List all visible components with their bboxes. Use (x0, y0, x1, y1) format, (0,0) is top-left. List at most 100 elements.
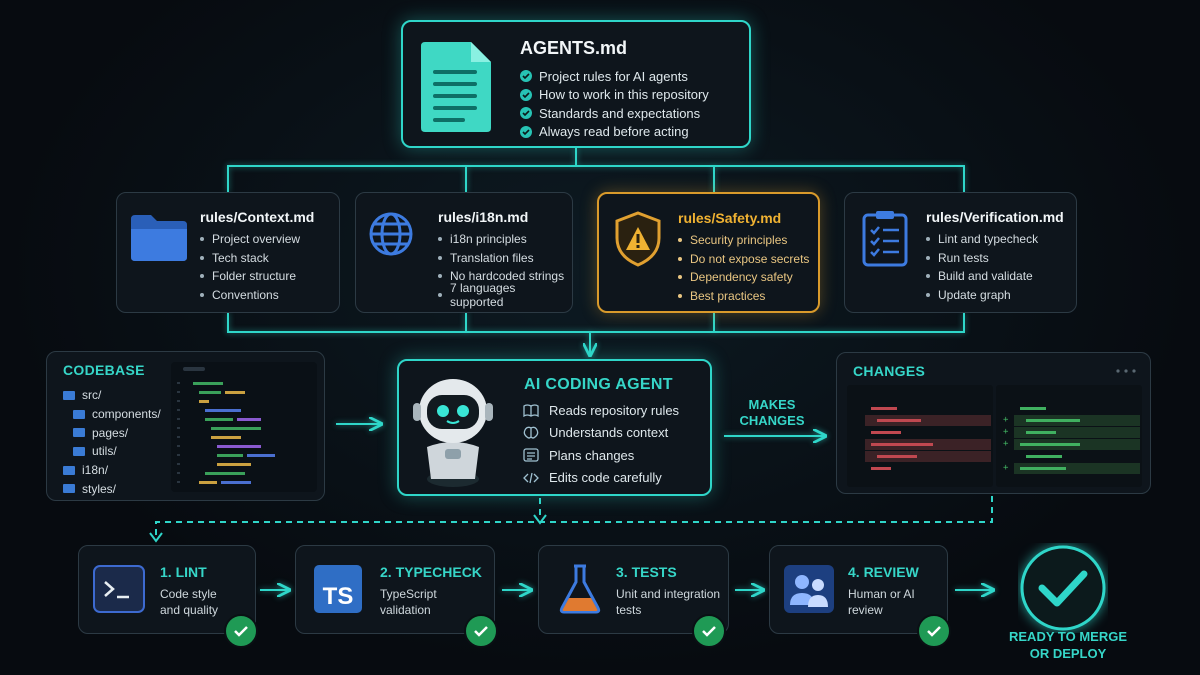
shield-warning-icon (615, 211, 661, 267)
step-title: 4. REVIEW (848, 564, 919, 580)
label-line: READY TO MERGE (1009, 629, 1127, 644)
tree-label: pages/ (92, 425, 129, 440)
item-label: Project rules for AI agents (539, 68, 688, 84)
list-item: Always read before acting (520, 123, 709, 142)
code-icon (523, 471, 539, 485)
agents-md-card[interactable]: AGENTS.md Project rules for AI agents Ho… (401, 20, 751, 148)
globe-icon (369, 212, 413, 256)
card-list: i18n principles Translation files No har… (438, 230, 572, 309)
rules-verification-card[interactable]: rules/Verification.md Lint and typecheck… (844, 192, 1077, 313)
tree-label: components/ (92, 407, 161, 422)
folder-icon (131, 215, 187, 261)
rules-safety-card[interactable]: rules/Safety.md Security principles Do n… (597, 192, 820, 313)
check-icon (520, 70, 532, 83)
list-item: Best practices (678, 287, 809, 306)
agent-title: AI CODING AGENT (524, 376, 673, 393)
tree-label: styles/ (82, 481, 117, 496)
item-label: How to work in this repository (539, 87, 709, 103)
label-line: OR DEPLOY (1029, 646, 1107, 661)
list-item: i18n principles (438, 230, 572, 249)
list-item: No hardcoded strings (438, 267, 572, 286)
tree-label: i18n/ (82, 463, 109, 478)
agents-md-title: AGENTS.md (520, 38, 628, 58)
rules-context-card[interactable]: rules/Context.md Project overview Tech s… (116, 192, 340, 313)
list-item: Edits code carefully (523, 467, 679, 490)
check-badge-icon (464, 614, 498, 648)
changes-panel[interactable]: CHANGES ++++ (836, 352, 1151, 494)
svg-text:+: + (1003, 415, 1009, 425)
card-list: Project overview Tech stack Folder struc… (200, 230, 300, 304)
list-item: Project overview (200, 230, 300, 249)
item-label: Always read before acting (539, 124, 689, 140)
rules-i18n-card[interactable]: rules/i18n.md i18n principles Translatio… (355, 192, 573, 313)
folder-icon (73, 446, 85, 456)
item-label: Plans changes (549, 447, 635, 463)
label-line: CHANGES (739, 413, 805, 428)
tree-item-i18n[interactable]: i18n/ (63, 461, 161, 480)
list-item: Security principles (678, 231, 809, 250)
item-label: Understands context (549, 425, 669, 441)
tree-item-src[interactable]: src/ (63, 386, 161, 405)
svg-text:+: + (1003, 439, 1009, 449)
code-editor-preview (171, 362, 317, 492)
step-title: 2. TYPECHECK (380, 564, 482, 580)
ai-coding-agent-card[interactable]: AI CODING AGENT Reads repository rules U… (397, 359, 712, 496)
card-title: rules/Context.md (200, 209, 315, 225)
list-item: Update graph (926, 286, 1038, 305)
list-item: Run tests (926, 249, 1038, 268)
tree-item-components[interactable]: components/ (63, 405, 161, 424)
codebase-panel[interactable]: CODEBASE src/ components/ pages/ utils/ … (46, 351, 325, 501)
list-item: Build and validate (926, 267, 1038, 286)
desc-line: TypeScript (380, 587, 437, 601)
card-title: rules/Verification.md (926, 209, 1064, 225)
ready-check-circle-icon (1020, 545, 1106, 631)
check-badge-icon (224, 614, 258, 648)
list-item: 7 languages supported (438, 281, 572, 309)
folder-icon (63, 390, 75, 400)
list-item: Translation files (438, 249, 572, 268)
label-line: MAKES (748, 397, 796, 412)
check-icon (520, 107, 532, 120)
tree-item-styles[interactable]: styles/ (63, 479, 161, 498)
list-item: Dependency safety (678, 268, 809, 287)
check-badge-icon (917, 614, 951, 648)
tree-item-utils[interactable]: utils/ (63, 442, 161, 461)
list-item: How to work in this repository (520, 86, 709, 105)
makes-changes-label: MAKES CHANGES (728, 397, 816, 429)
svg-text:+: + (1003, 427, 1009, 437)
list-item: Understands context (523, 422, 679, 445)
check-icon (520, 88, 532, 101)
clipboard-checklist-icon (862, 211, 908, 267)
item-label: Reads repository rules (549, 402, 680, 418)
brain-icon (523, 426, 539, 440)
list-item: Standards and expectations (520, 104, 709, 123)
list-item: Tech stack (200, 249, 300, 268)
list-item: Reads repository rules (523, 399, 679, 422)
folder-icon (73, 409, 85, 419)
desc-line: Code style (160, 587, 217, 601)
svg-text:+: + (1003, 463, 1009, 473)
diff-preview: + + + + (847, 385, 1142, 487)
desc-line: tests (616, 603, 642, 617)
agents-md-list: Project rules for AI agents How to work … (520, 67, 709, 141)
check-badge-icon (692, 614, 726, 648)
step-title: 3. TESTS (616, 564, 677, 580)
item-label: Edits code carefully (549, 470, 662, 486)
tree-item-pages[interactable]: pages/ (63, 423, 161, 442)
folder-icon (73, 428, 85, 438)
ready-to-merge-label: READY TO MERGE OR DEPLOY (998, 628, 1138, 662)
document-icon (421, 42, 491, 132)
terminal-icon (93, 565, 145, 613)
list-plan-icon (523, 448, 539, 462)
list-item: Folder structure (200, 267, 300, 286)
window-dots-icon (1116, 369, 1136, 373)
